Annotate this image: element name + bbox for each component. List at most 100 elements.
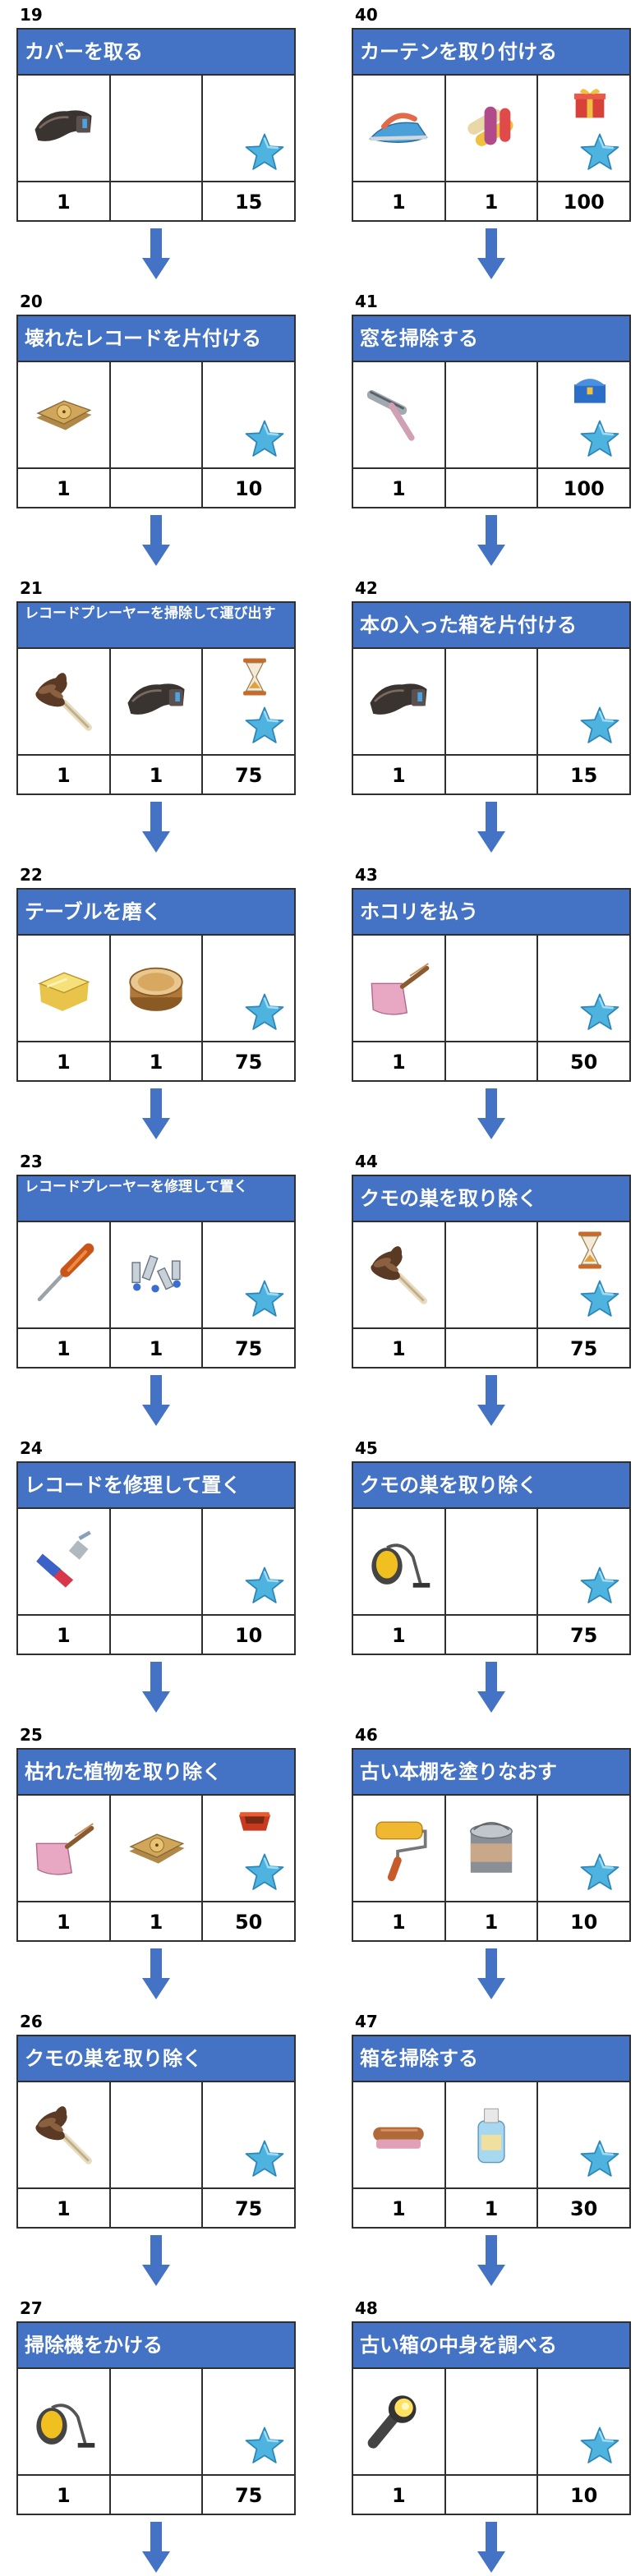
task-number: 23: [20, 1152, 43, 1171]
item-count: 1: [353, 1902, 446, 1942]
item-cell: [18, 2081, 111, 2187]
star-icon: [578, 2138, 621, 2181]
task-title: レコードプレーヤーを修理して置く: [16, 1175, 296, 1222]
item-cell: [18, 2367, 111, 2474]
item-count: 10: [569, 2484, 598, 2507]
item-count: 1: [18, 1329, 111, 1368]
item-cell: [446, 1507, 539, 1614]
item-cell: [111, 74, 204, 181]
star-icon: [243, 131, 286, 174]
cover-icon: [364, 666, 433, 735]
task-title: 掃除機をかける: [16, 2321, 296, 2369]
star-icon: [243, 991, 286, 1034]
item-count: 1: [18, 469, 111, 508]
item-count: [111, 469, 204, 508]
item-count: 1: [446, 182, 539, 222]
task-number: 40: [355, 5, 378, 25]
item-count: 30: [569, 2197, 598, 2220]
dustpan-icon: [29, 1813, 98, 1882]
task-number: 48: [355, 2298, 378, 2318]
item-count: 1: [353, 1329, 446, 1368]
star-icon: [243, 705, 286, 748]
item-cell: [111, 2081, 204, 2187]
item-count: [111, 182, 204, 222]
star-icon: [243, 418, 286, 461]
task-title: 枯れた植物を取り除く: [16, 1748, 296, 1796]
item-count: 1: [111, 1042, 204, 1082]
task-title: 本の入った箱を片付ける: [352, 601, 631, 649]
task-title: レコードを修理して置く: [16, 1461, 296, 1509]
star-icon: [578, 1565, 621, 1608]
task-number: 25: [20, 1725, 43, 1745]
chest-icon: [569, 369, 611, 412]
star-icon: [578, 2425, 621, 2468]
task-title: クモの巣を取り除く: [16, 2035, 296, 2082]
task-number: 47: [355, 2012, 378, 2031]
item-count: [446, 1616, 539, 1655]
gift-icon: [569, 82, 611, 125]
item-count: 10: [234, 1624, 263, 1647]
star-icon: [243, 1852, 286, 1894]
item-cell: [538, 1794, 629, 1901]
item-count: 15: [234, 191, 263, 214]
star-icon: [578, 418, 621, 461]
down-arrow-icon: [142, 802, 170, 853]
item-count: 75: [234, 764, 263, 787]
task-title: クモの巣を取り除く: [352, 1175, 631, 1222]
item-count: 1: [111, 1329, 204, 1368]
glue-tube-icon: [29, 1526, 98, 1595]
duster-icon: [364, 1240, 433, 1309]
item-cell: [18, 1794, 111, 1901]
item-cell: [538, 1507, 629, 1614]
task-number: 27: [20, 2298, 43, 2318]
item-cell: [203, 1221, 294, 1327]
item-count: [111, 2189, 204, 2229]
cloth-icon: [29, 953, 98, 1022]
item-cell: [353, 1507, 446, 1614]
item-cell: [203, 2081, 294, 2187]
down-arrow-icon: [477, 1662, 505, 1713]
item-cell: [353, 647, 446, 754]
task-number: 46: [355, 1725, 378, 1745]
item-cell: [538, 1221, 629, 1327]
item-count: 1: [353, 756, 446, 795]
polish-tin-icon: [122, 953, 191, 1022]
item-count: [111, 2476, 204, 2515]
item-count: 75: [234, 1337, 263, 1360]
hourglass-icon: [233, 656, 276, 698]
broken-records-icon: [122, 1813, 191, 1882]
item-cell: [446, 1221, 539, 1327]
item-count: 75: [569, 1624, 598, 1647]
task-title: 古い本棚を塗りなおす: [352, 1748, 631, 1796]
dustpan-icon: [364, 953, 433, 1022]
task-title: 箱を掃除する: [352, 2035, 631, 2082]
item-count: 1: [18, 1902, 111, 1942]
star-icon: [578, 1852, 621, 1894]
vacuum-icon: [364, 1526, 433, 1595]
item-cell: [446, 361, 539, 467]
duster-icon: [29, 2100, 98, 2169]
item-count: 1: [18, 1042, 111, 1082]
item-count: [446, 1329, 539, 1368]
task-title: カーテンを取り付ける: [352, 28, 631, 76]
screws-icon: [122, 1240, 191, 1309]
item-count: 1: [446, 1902, 539, 1942]
